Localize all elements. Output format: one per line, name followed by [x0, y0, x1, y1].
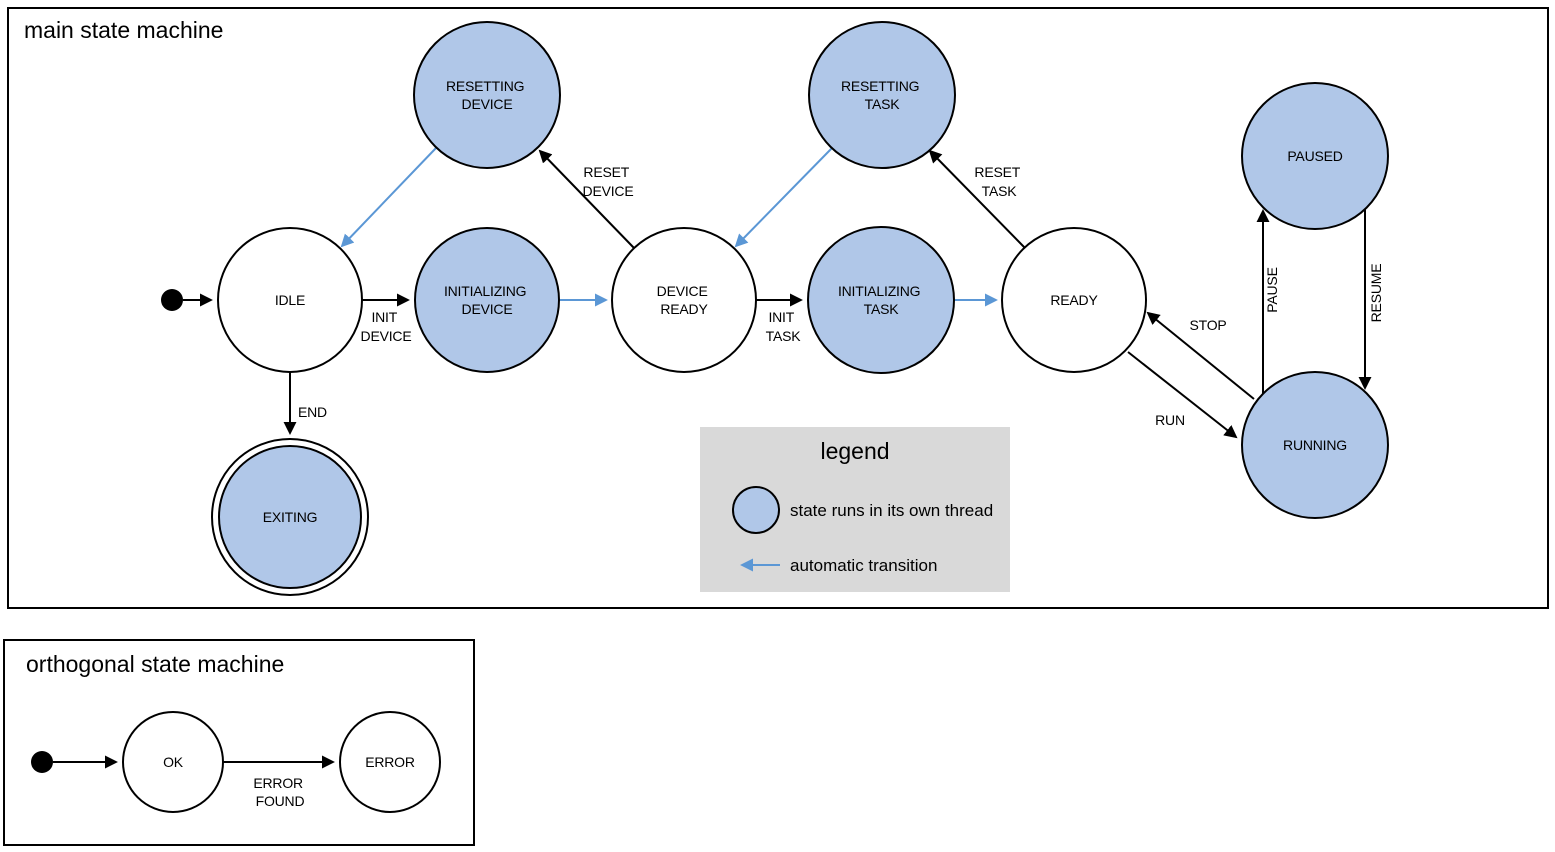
state-initializing-task — [807, 226, 955, 374]
state-error — [339, 711, 441, 813]
state-idle — [217, 227, 363, 373]
state-running-label: RUNNING — [1283, 437, 1347, 453]
state-device-ready — [611, 227, 757, 373]
transition-device-ready-to-resetting-device — [538, 149, 635, 249]
state-error-label: ERROR — [365, 754, 415, 770]
initial-state-dot — [161, 289, 183, 311]
legend: legend state runs in its own thread auto… — [700, 427, 1010, 592]
legend-threaded-state-icon — [732, 486, 780, 534]
label-end: END — [298, 404, 327, 420]
state-paused — [1241, 82, 1389, 230]
main-frame — [7, 7, 1549, 609]
state-device-ready-label: DEVICE READY — [657, 283, 712, 317]
orthogonal-initial-state-dot — [31, 751, 53, 773]
state-initializing-device — [414, 227, 560, 373]
state-ready — [1001, 227, 1147, 373]
label-init-device: INIT DEVICE — [361, 309, 412, 344]
legend-item-automatic-label: automatic transition — [790, 556, 937, 575]
transition-ready-to-resetting-task — [928, 149, 1026, 249]
label-reset-device: RESET DEVICE — [583, 164, 634, 199]
state-running — [1241, 371, 1389, 519]
label-reset-task: RESET TASK — [974, 164, 1023, 199]
label-run: RUN — [1155, 412, 1185, 428]
label-resume: RESUME — [1368, 264, 1384, 323]
main-title: main state machine — [24, 17, 223, 43]
orthogonal-state-machine: orthogonal state machine ERROR FOUND OK … — [3, 639, 475, 846]
transition-ready-to-running — [1127, 351, 1238, 439]
state-resetting-device-label: RESETTING DEVICE — [446, 78, 528, 112]
state-exiting — [218, 445, 362, 589]
state-ok-label: OK — [163, 754, 184, 770]
label-stop: STOP — [1189, 317, 1226, 333]
state-idle-label: IDLE — [275, 292, 305, 308]
state-resetting-task — [808, 21, 956, 169]
state-ready-label: READY — [1050, 292, 1098, 308]
transition-running-to-ready — [1146, 311, 1255, 400]
state-resetting-device — [413, 21, 561, 169]
label-error-found: ERROR FOUND — [253, 775, 306, 809]
state-resetting-task-label: RESETTING TASK — [841, 78, 923, 112]
label-pause: PAUSE — [1264, 267, 1280, 312]
state-ok — [122, 711, 224, 813]
legend-item-threaded-label: state runs in its own thread — [790, 501, 993, 520]
orthogonal-title: orthogonal state machine — [26, 651, 284, 677]
state-initializing-task-label: INITIALIZING TASK — [838, 283, 924, 317]
label-init-task: INIT TASK — [766, 309, 802, 344]
orthogonal-frame — [3, 639, 475, 846]
main-state-machine: main state machine INIT DEVICE INIT TASK… — [7, 7, 1549, 609]
transition-resetting-device-to-idle — [340, 147, 437, 248]
state-exiting-label: EXITING — [263, 509, 318, 525]
transition-resetting-task-to-device-ready — [734, 147, 833, 248]
state-initializing-device-label: INITIALIZING DEVICE — [444, 283, 530, 317]
legend-title: legend — [820, 438, 889, 464]
state-paused-label: PAUSED — [1287, 148, 1342, 164]
